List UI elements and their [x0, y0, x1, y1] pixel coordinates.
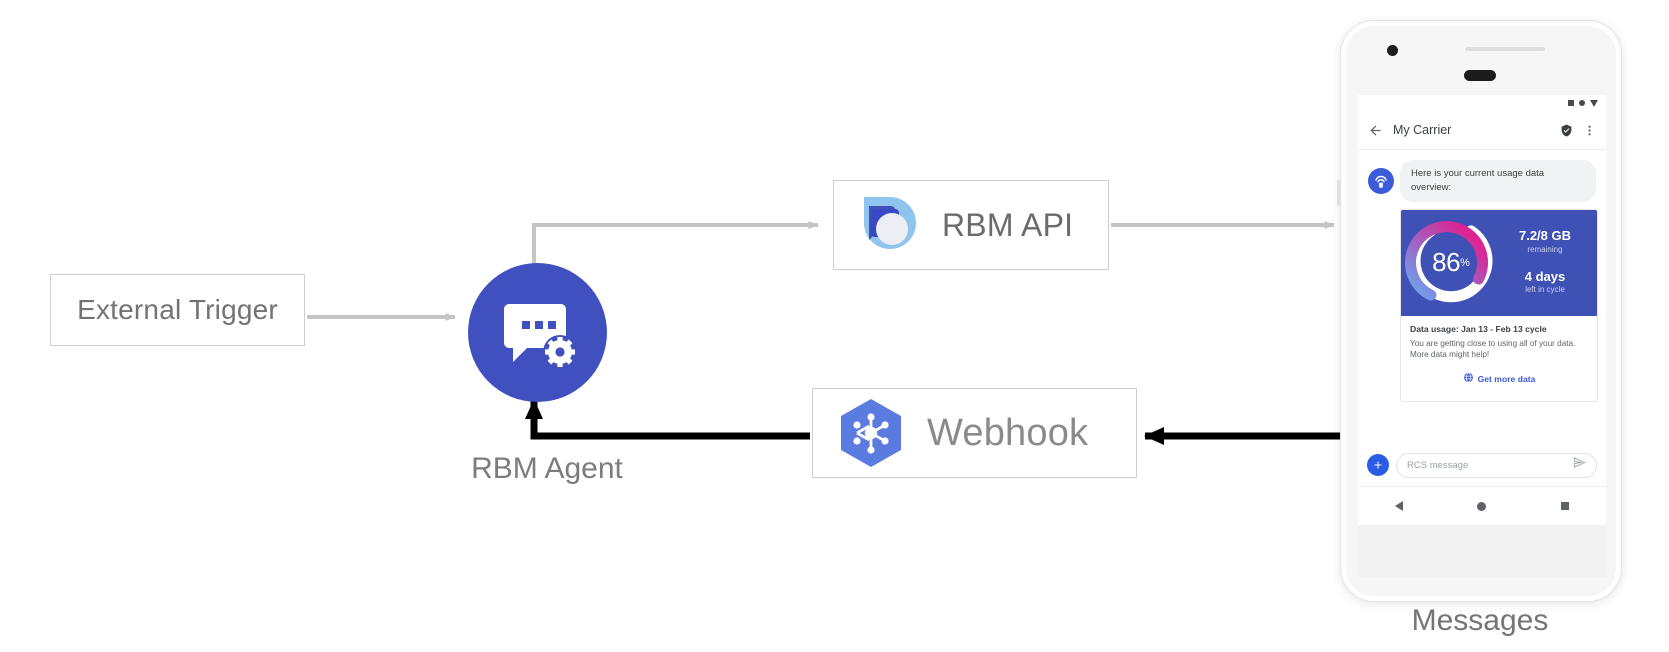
phone-screen: My Carrier [1358, 95, 1606, 525]
card-title: Data usage: Jan 13 - Feb 13 cycle [1410, 323, 1547, 334]
message-bubble: Here is your current usage data overview… [1400, 160, 1596, 202]
back-arrow-icon[interactable] [1368, 123, 1383, 138]
node-webhook[interactable]: Webhook [812, 388, 1137, 478]
usage-gauge: 86% [1405, 217, 1497, 309]
phone-earpiece [1464, 70, 1496, 81]
rcs-message-input[interactable]: RCS message [1396, 452, 1597, 478]
messages-caption: Messages [1411, 604, 1549, 637]
signal-square-icon [1568, 100, 1574, 106]
days-left-value: 4 days [1524, 268, 1566, 284]
plus-icon[interactable] [1367, 454, 1389, 476]
message-text: Here is your current usage data overview… [1411, 168, 1545, 193]
node-external-trigger[interactable]: External Trigger [50, 274, 305, 346]
hero-stats: 7.2/8 GB remaining 4 days left in cycle [1497, 227, 1591, 297]
data-remaining-caption: remaining [1527, 244, 1563, 254]
gauge-center-label: 86% [1405, 217, 1497, 309]
battery-triangle-icon [1590, 99, 1598, 107]
more-vertical-icon[interactable] [1583, 124, 1596, 137]
get-more-data-label: Get more data [1477, 374, 1536, 385]
card-hero: 86% 7.2/8 GB remaining 4 days left in cy… [1401, 209, 1597, 316]
webhook-hexagon-icon [841, 399, 901, 467]
nav-back-icon[interactable] [1395, 501, 1404, 511]
phone-side-button[interactable] [1337, 180, 1341, 206]
webhook-label: Webhook [927, 411, 1089, 454]
carrier-antenna-avatar-icon [1368, 168, 1394, 194]
get-more-data-button[interactable]: Get more data [1410, 361, 1588, 397]
incoming-message-row: Here is your current usage data overview… [1368, 160, 1596, 202]
node-rbm-api[interactable]: RBM API [833, 180, 1109, 270]
phone-speaker-grille [1465, 47, 1545, 51]
rbm-api-label: RBM API [942, 206, 1074, 243]
rbm-agent-label: RBM Agent [471, 452, 623, 485]
days-left-caption: left in cycle [1525, 285, 1565, 295]
nav-recents-icon[interactable] [1560, 502, 1569, 510]
card-description: You are getting close to using all of yo… [1410, 338, 1576, 360]
status-bar [1358, 95, 1606, 111]
message-composer: RCS message [1358, 443, 1606, 487]
gauge-percent-symbol: % [1460, 256, 1470, 269]
gauge-percent-value: 86 [1432, 247, 1461, 278]
phone-chin [1358, 525, 1606, 577]
data-remaining-value: 7.2/8 GB [1518, 227, 1572, 243]
phone-mockup: My Carrier [1337, 20, 1622, 602]
app-bar: My Carrier [1358, 111, 1606, 150]
external-trigger-label: External Trigger [77, 294, 278, 325]
card-body: Data usage: Jan 13 - Feb 13 cycle You ar… [1401, 316, 1597, 402]
globe-icon [1463, 370, 1474, 388]
gauge-arc-icon [1405, 220, 1493, 302]
nav-home-icon[interactable] [1477, 501, 1487, 511]
node-rbm-agent[interactable] [468, 263, 607, 402]
rbm-api-logo-icon [860, 197, 916, 249]
rcs-message-placeholder: RCS message [1407, 459, 1469, 471]
conversation-thread: Here is your current usage data overview… [1358, 150, 1606, 444]
rich-card[interactable]: 86% 7.2/8 GB remaining 4 days left in cy… [1400, 208, 1598, 403]
android-nav-bar [1358, 486, 1606, 525]
signal-circle-icon [1579, 100, 1585, 106]
chat-gear-icon [504, 304, 577, 369]
send-icon[interactable] [1573, 456, 1586, 474]
conversation-title: My Carrier [1393, 123, 1452, 137]
stats-spacer [1499, 256, 1591, 270]
verified-shield-icon [1560, 124, 1573, 137]
phone-front-camera-icon [1387, 45, 1398, 56]
